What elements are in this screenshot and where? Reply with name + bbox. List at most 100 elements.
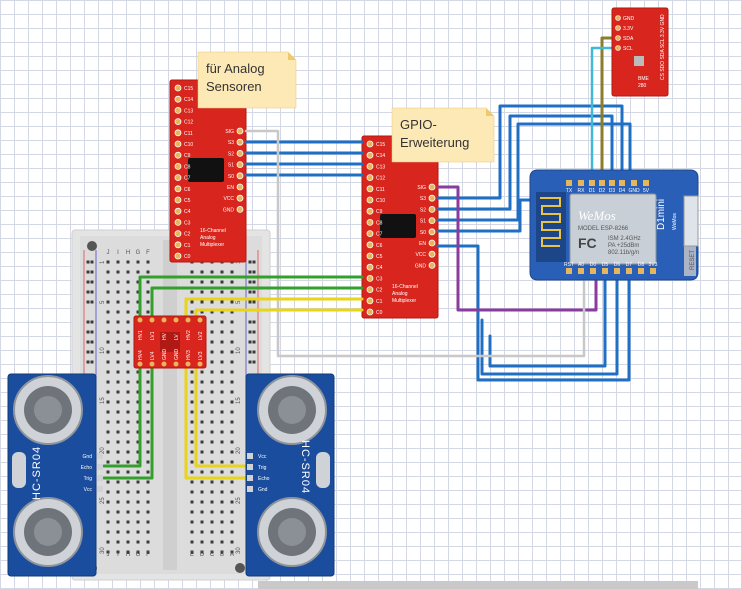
breadboard-hole [230,550,234,554]
wemos-fc: FC [578,235,597,251]
breadboard-hole [220,450,224,454]
mux-pin [174,241,182,249]
mux-pin-label: C14 [184,97,193,103]
breadboard-hole [136,440,140,444]
sensor-pin [247,453,253,459]
wemos-pin-label: D1 [589,188,596,194]
horizontal-scrollbar[interactable] [258,581,698,589]
mux-pin-label: S1 [228,163,234,169]
breadboard-hole [220,290,224,294]
breadboard-hole [190,470,194,474]
mux-pin-label: C4 [376,265,383,271]
mux-pin-label: C3 [184,220,191,226]
column-label: E [190,552,194,558]
breadboard-hole [200,270,204,274]
mux-pin [366,196,374,204]
wire-yellow-c1 [184,297,364,320]
mux-pin [174,207,182,215]
breadboard-hole [116,370,120,374]
breadboard-hole [106,480,110,484]
wemos-pin [609,180,615,186]
breadboard-hole [126,360,130,364]
breadboard-hole [146,400,150,404]
breadboard-hole [136,410,140,414]
mux-pin [236,183,244,191]
mux-pin-label: S2 [228,151,234,157]
ls-pin [161,361,167,367]
breadboard-hole [136,510,140,514]
rail-hole [86,350,90,354]
ls-pin [149,361,155,367]
breadboard-hole [230,320,234,324]
wemos-pin [643,180,649,186]
mux-pin-label: C6 [376,243,383,249]
breadboard-hole [106,380,110,384]
wemos-brand: WeMos [578,208,616,223]
breadboard-hole [230,300,234,304]
breadboard-hole [136,470,140,474]
breadboard-hole [190,420,194,424]
mux-pin [174,118,182,125]
breadboard-hole [146,370,150,374]
mux-pin-label: EN [227,185,234,191]
breadboard-hole [136,300,140,304]
rail-hole [248,340,252,344]
wemos-pin [631,180,637,186]
rail-hole [86,260,90,264]
breadboard-hole [116,470,120,474]
breadboard-hole [230,480,234,484]
rail-hole [90,280,94,284]
sensor-pin [97,453,103,459]
breadboard-hole [126,270,130,274]
breadboard-hole [116,540,120,544]
breadboard-hole [230,340,234,344]
breadboard-hole [220,300,224,304]
breadboard-hole [200,520,204,524]
mux-pin-label: C6 [184,187,191,193]
breadboard-hole [200,440,204,444]
breadboard-hole [136,270,140,274]
wemos-pin-label: D3 [609,188,616,194]
wemos-pin [650,268,656,274]
breadboard-hole [190,410,194,414]
breadboard-hole [210,470,214,474]
breadboard-hole [136,370,140,374]
mux-pin [174,218,182,226]
breadboard-hole [210,510,214,514]
rail-hole [86,360,90,364]
column-label: J [107,552,110,558]
wemos-spec-1: ISM 2.4GHz [608,236,641,242]
breadboard-hole [210,460,214,464]
breadboard-hole [116,260,120,264]
mux-pin [366,286,374,294]
rail-hole [248,290,252,294]
row-label: 20 [100,447,106,454]
sensor-pin [97,475,103,481]
sensor-pin [247,486,253,492]
breadboard-hole [146,460,150,464]
rail-hole [252,280,256,284]
breadboard-hole [116,390,120,394]
breadboard-hole [106,450,110,454]
breadboard-hole [190,480,194,484]
rail-hole [248,360,252,364]
breadboard-hole [230,410,234,414]
breadboard-hole [116,510,120,514]
wire-yellow-echo-r [194,364,248,468]
rail-hole [90,360,94,364]
column-label: F [146,250,150,256]
breadboard-hole [210,430,214,434]
rail-hole [90,270,94,274]
breadboard-hole [230,540,234,544]
breadboard-hole [106,420,110,424]
column-label: G [136,250,141,256]
mux-pin-label: S1 [420,219,426,225]
rail-hole [248,260,252,264]
breadboard-hole [230,490,234,494]
breadboard-hole [200,280,204,284]
breadboard-hole [220,310,224,314]
mux-pin-label: C11 [376,187,385,193]
